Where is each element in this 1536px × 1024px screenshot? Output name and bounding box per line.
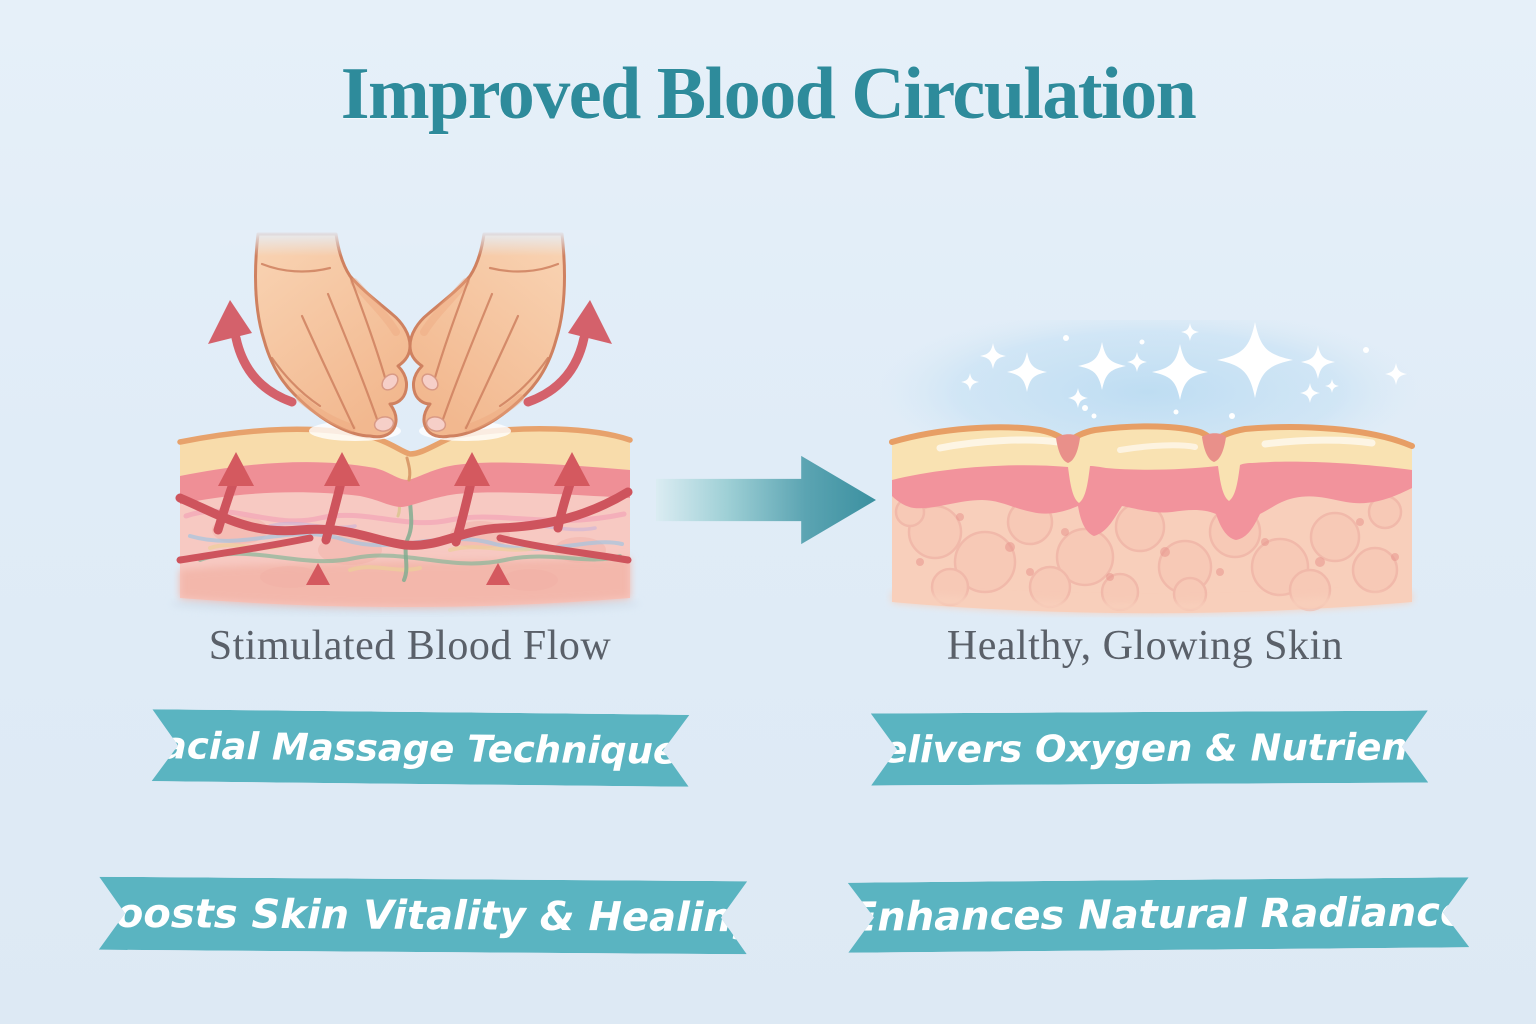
sparkles xyxy=(961,322,1407,419)
surface-pockets xyxy=(1056,433,1226,463)
gloss-highlights xyxy=(936,436,1376,453)
left-caption: Stimulated Blood Flow xyxy=(208,623,612,669)
artery-blood-flow xyxy=(175,452,633,585)
fuzzy-bottom-edge xyxy=(892,592,1412,614)
transition-arrow-icon xyxy=(656,455,876,545)
banner-boosts-skin-vitality-healing: Boosts Skin Vitality & Healing xyxy=(99,877,747,955)
skin-cross-section xyxy=(170,426,640,613)
skin-layer-pink-band xyxy=(892,453,1412,540)
banner-label: Delivers Oxygen & Nutrients xyxy=(851,724,1448,772)
right-caption: Healthy, Glowing Skin xyxy=(946,623,1344,669)
massage-hand-left xyxy=(208,234,410,441)
skin-surface-line xyxy=(889,423,1415,449)
page-title: Improved Blood Circulation xyxy=(340,53,1197,135)
massage-hand-right xyxy=(410,234,612,441)
banner-enhances-natural-radiance: Enhances Natural Radiance xyxy=(848,877,1470,952)
skin-layer-pink-band xyxy=(180,462,630,507)
upward-arrowheads xyxy=(218,452,590,585)
wrist-fade xyxy=(220,230,600,256)
skin-surface-line xyxy=(177,426,633,457)
banner-delivers-oxygen-nutrients: Delivers Oxygen & Nutrients xyxy=(871,711,1428,786)
healthy-skin-illustration xyxy=(880,320,1420,614)
banner-label: Facial Massage Techniques xyxy=(140,723,701,773)
banner-facial-massage-techniques: Facial Massage Techniques xyxy=(152,709,690,787)
massage-illustration xyxy=(170,230,640,613)
banner-label: Boosts Skin Vitality & Healing xyxy=(85,890,761,941)
skin-layer-subcutis xyxy=(180,558,630,607)
banner-label: Enhances Natural Radiance xyxy=(849,889,1468,941)
tissue-dots xyxy=(916,513,1399,581)
healthy-skin-cross-section xyxy=(889,423,1415,614)
